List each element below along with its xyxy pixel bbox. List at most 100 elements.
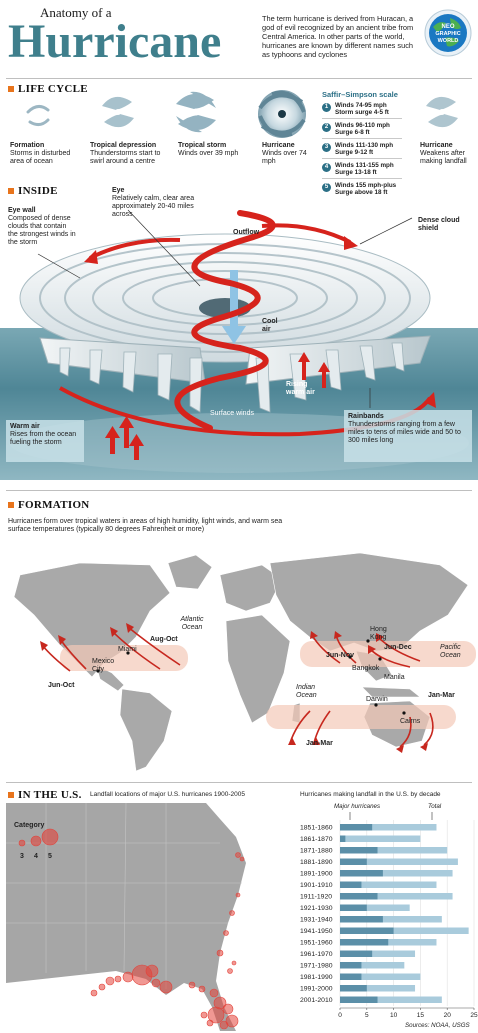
- x-tick-label: 5: [365, 1012, 369, 1019]
- bangkok-label: Bangkok: [352, 665, 380, 672]
- scale-row: 5 Winds 155 mph-plus Surge above 18 ft: [322, 180, 402, 199]
- us-chart-title: Hurricanes making landfall in the U.S. b…: [300, 791, 441, 798]
- major-bar: [340, 939, 389, 946]
- us-bullet: [8, 792, 14, 798]
- eye-wall-title: Eye wall: [8, 207, 36, 214]
- major-bar: [340, 916, 383, 923]
- decade-label: 1961-1970: [300, 951, 333, 958]
- major-bar: [340, 870, 383, 877]
- scale-row: 4 Winds 131-155 mph Surge 13-18 ft: [322, 160, 402, 179]
- scale-row: 2 Winds 96-110 mph Surge 6-8 ft: [322, 120, 402, 139]
- decade-label: 1981-1990: [300, 974, 333, 981]
- rising-air-label: Rising warm air: [286, 381, 315, 396]
- formation-desc: Hurricanes form over tropical waters in …: [8, 518, 283, 533]
- decade-label: 1951-1960: [300, 940, 333, 947]
- logo-text-2: GRAPHIC: [435, 31, 460, 37]
- stage-desc: Winds over 74 mph: [262, 150, 307, 165]
- decade-label: 1941-1950: [300, 928, 333, 935]
- stage-desc: Weakens after making landfall: [420, 150, 467, 165]
- decade-label: 1861-1870: [300, 836, 333, 843]
- total-bar: [340, 985, 416, 992]
- stage-desc: Thunderstorms start to swirl around a ce…: [90, 150, 161, 165]
- pacific-ocean-label: Pacific Ocean: [440, 644, 461, 659]
- major-bar: [340, 927, 394, 934]
- major-bar: [340, 985, 367, 992]
- major-bar: [340, 881, 362, 888]
- eye-title: Eye: [112, 187, 125, 194]
- scale-winds: Winds 74-95 mph: [335, 102, 387, 109]
- stage-name: Tropical storm: [178, 142, 227, 149]
- scale-badge: 4: [322, 163, 331, 172]
- category-5-label: 5: [48, 853, 52, 860]
- scale-winds: Winds 111-130 mph: [335, 142, 394, 149]
- header-kicker: Anatomy of a: [40, 5, 112, 20]
- warm-air-desc: Rises from the ocean fueling the storm: [10, 431, 77, 446]
- scale-surge: Surge 6-8 ft: [335, 129, 370, 136]
- total-bar: [340, 835, 421, 842]
- total-bar: [340, 824, 437, 831]
- eye-wall-desc: Composed of dense clouds that contain th…: [8, 215, 76, 246]
- stage-name: Tropical depression: [90, 142, 157, 149]
- major-bar: [340, 893, 378, 900]
- major-bar: [340, 904, 367, 911]
- stage-name: Formation: [10, 142, 45, 149]
- jan-mar-east-label: Jan-Mar: [428, 692, 455, 699]
- total-bar: [340, 927, 469, 934]
- scale-badge: 1: [322, 103, 331, 112]
- greenland: [167, 554, 213, 590]
- scale-title: Saffir–Simpson scale: [322, 90, 398, 99]
- jan-mar-west-label: Jan-Mar: [306, 740, 333, 747]
- legend-major-label: Major hurricanes: [334, 803, 381, 810]
- weakening-hurricane-swirl-icon: [426, 96, 458, 128]
- decade-label: 1851-1860: [300, 825, 333, 832]
- legend-total-label: Total: [428, 803, 442, 810]
- total-bar: [340, 962, 405, 969]
- x-tick-label: 20: [444, 1012, 452, 1019]
- gulf-of-mexico: [6, 971, 220, 1031]
- asia-band: [300, 641, 476, 667]
- jun-oct-label: Jun-Oct: [48, 682, 75, 689]
- total-bar: [340, 996, 442, 1003]
- scale-surge: Surge 13-18 ft: [335, 169, 377, 176]
- major-bar: [340, 950, 373, 957]
- formation-title: FORMATION: [18, 499, 90, 511]
- total-bar: [340, 847, 448, 854]
- scale-winds: Winds 155 mph-plus: [335, 182, 397, 189]
- south-america: [119, 688, 173, 772]
- scale-badge: 2: [322, 123, 331, 132]
- world-map: [13, 552, 476, 772]
- globe-logo-icon: NEO GRAPHIC WORLD: [424, 9, 472, 57]
- rainbands-callout: Rainbands Thunderstorms ranging from a f…: [344, 410, 472, 462]
- major-bar: [340, 824, 373, 831]
- header-intro: The term hurricane is derived from Hurac…: [262, 14, 414, 59]
- category-legend-title: Category: [14, 822, 45, 829]
- formation-divider: [6, 782, 472, 783]
- asia: [269, 552, 469, 652]
- decade-label: 1871-1880: [300, 848, 333, 855]
- total-bar: [340, 916, 442, 923]
- tropical-storm-swirl-icon: [176, 91, 216, 133]
- mexico-city-label: Mexico City: [92, 658, 115, 673]
- us-landfall-map: [6, 803, 296, 1031]
- stage-name: Hurricane: [262, 142, 295, 149]
- eye-desc: Relatively calm, clear area approximatel…: [112, 195, 195, 218]
- scale-surge: Surge 9-12 ft: [335, 149, 374, 156]
- total-bar: [340, 881, 437, 888]
- inside-title: INSIDE: [18, 185, 58, 197]
- ocean: [206, 803, 296, 1031]
- logo-text-3: WORLD: [438, 38, 459, 44]
- surface-winds-label: Surface winds: [210, 410, 254, 417]
- north-band: [60, 645, 188, 671]
- header-title: Hurricane: [8, 15, 222, 68]
- stage-name: Hurricane: [420, 142, 453, 149]
- total-bar: [340, 950, 416, 957]
- lifecycle-stage-icons: [26, 90, 458, 138]
- inside-divider: [6, 490, 472, 491]
- scale-surge: Surge above 18 ft: [335, 189, 388, 196]
- sources-label: Sources: NOAA, USGS: [405, 1022, 470, 1029]
- category-4-label: 4: [34, 853, 38, 860]
- jun-dec-label: Jun-Dec: [384, 644, 412, 651]
- lifecycle-bullet: [8, 86, 14, 92]
- logo-text-1: NEO: [441, 24, 454, 30]
- decade-label: 1901-1910: [300, 882, 333, 889]
